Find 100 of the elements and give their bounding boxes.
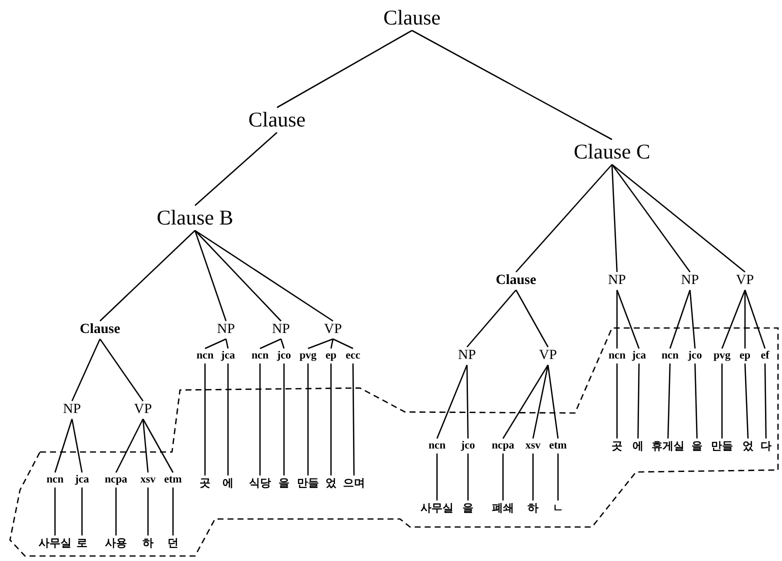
tree-branch-line bbox=[172, 488, 174, 536]
word-token: 었 bbox=[326, 476, 336, 490]
tree-branch-line bbox=[694, 363, 698, 439]
pos-tag: jca bbox=[632, 348, 646, 364]
tree-branch-line bbox=[115, 488, 117, 536]
tree-branch-line bbox=[532, 364, 549, 439]
phrase-label: VP bbox=[539, 347, 557, 365]
tree-branch-line bbox=[332, 338, 354, 350]
tree-branch-line bbox=[225, 338, 229, 349]
tree-branch-line bbox=[100, 230, 196, 322]
phrase-label: Clause bbox=[496, 272, 536, 290]
tree-branch-line bbox=[689, 290, 696, 349]
phrase-label: NP bbox=[458, 347, 476, 365]
pos-tag: ef bbox=[760, 348, 770, 364]
tree-branch-line bbox=[611, 164, 618, 272]
word-token: 사무실 bbox=[420, 500, 454, 516]
tree-branch-line bbox=[502, 364, 549, 439]
word-token: 곳 bbox=[200, 476, 210, 490]
tree-branch-line bbox=[744, 290, 766, 349]
pos-tag: ecc bbox=[346, 348, 360, 364]
tree-branch-line bbox=[194, 230, 227, 322]
tree-branch-line bbox=[204, 338, 226, 350]
word-token: 사무실 bbox=[38, 536, 72, 550]
pos-tag: ncn bbox=[196, 348, 214, 364]
tree-branch-line bbox=[115, 418, 144, 473]
pos-tag: ep bbox=[740, 348, 750, 364]
word-token: 휴게실 bbox=[652, 438, 684, 454]
phrase-label: NP bbox=[681, 272, 699, 290]
tree-branch-line bbox=[260, 338, 282, 350]
pos-tag: ncpa bbox=[104, 472, 128, 488]
word-token: 만들 bbox=[711, 438, 733, 454]
tree-branch-line bbox=[147, 488, 149, 536]
pos-tag: jca bbox=[220, 348, 236, 364]
phrase-label: NP bbox=[63, 401, 81, 419]
tree-branch-line bbox=[721, 290, 746, 349]
pos-tag: jca bbox=[74, 472, 90, 488]
phrase-label: NP bbox=[272, 321, 290, 339]
tree-branch-line bbox=[71, 338, 101, 402]
tree-branch-line bbox=[194, 230, 282, 322]
word-token: 만들 bbox=[297, 476, 319, 490]
tree-branch-line bbox=[436, 454, 438, 500]
tree-branch-line bbox=[227, 364, 229, 476]
tree-branch-line bbox=[54, 418, 73, 473]
pos-tag: xsv bbox=[140, 472, 156, 488]
tree-branch-line bbox=[744, 290, 746, 348]
tree-branch-line bbox=[721, 364, 723, 438]
tree-branch-line bbox=[466, 290, 516, 348]
tree-branch-line bbox=[280, 338, 285, 349]
phrase-label: Clause B bbox=[156, 206, 234, 230]
tree-branch-line bbox=[276, 30, 412, 108]
tree-branch-line bbox=[557, 454, 559, 500]
tree-branch-line bbox=[467, 454, 469, 500]
phrase-label: VP bbox=[324, 321, 342, 339]
tree-branch-line bbox=[436, 364, 468, 439]
pos-tag: jco bbox=[276, 348, 292, 364]
tree-branch-line bbox=[308, 338, 334, 350]
phrase-label: VP bbox=[134, 401, 152, 419]
pos-tag: pvg bbox=[713, 348, 731, 364]
tree-branch-line bbox=[516, 164, 612, 272]
word-token: 식당 bbox=[249, 476, 271, 490]
pos-tag: xsv bbox=[525, 438, 541, 454]
phrase-label: Clause bbox=[248, 108, 306, 132]
tree-branch-line bbox=[515, 290, 549, 348]
pos-tag: ncn bbox=[46, 472, 64, 488]
pos-tag: jco bbox=[688, 348, 702, 364]
tree-branch-line bbox=[142, 418, 149, 473]
tree-branch-line bbox=[259, 364, 261, 476]
pos-tag: ncn bbox=[251, 348, 269, 364]
tree-branch-line bbox=[283, 364, 285, 476]
tree-branch-line bbox=[81, 488, 83, 536]
phrase-label: Clause C bbox=[574, 140, 650, 164]
tree-branch-line bbox=[330, 338, 334, 349]
word-token: 폐쇄 bbox=[492, 500, 514, 516]
tree-branch-line bbox=[667, 363, 671, 439]
tree-branch-line bbox=[502, 454, 504, 500]
tree-branch-line bbox=[744, 363, 749, 439]
tree-branch-line bbox=[99, 338, 144, 402]
tree-branch-line bbox=[637, 364, 640, 438]
tree-branch-line bbox=[764, 364, 767, 438]
word-token: 사용 bbox=[105, 536, 127, 550]
word-token: 하 bbox=[142, 536, 154, 550]
pos-tag: ncpa bbox=[492, 438, 514, 454]
tree-branch-line bbox=[532, 454, 534, 500]
pos-tag: ncn bbox=[608, 348, 626, 364]
pos-tag: pvg bbox=[299, 348, 317, 364]
tree-branch-line bbox=[71, 418, 83, 473]
phrase-label: Clause bbox=[80, 321, 120, 339]
tree-branch-line bbox=[616, 290, 640, 349]
word-token: 을 bbox=[278, 476, 290, 490]
pos-tag: ep bbox=[326, 348, 336, 364]
tree-branch-line bbox=[412, 30, 612, 140]
phrase-label: VP bbox=[736, 272, 754, 290]
word-token: 하 bbox=[528, 500, 538, 516]
word-token: 다 bbox=[760, 438, 772, 454]
word-token: 을 bbox=[462, 500, 474, 516]
tree-branch-line bbox=[142, 418, 174, 473]
tree-branch-line bbox=[547, 364, 559, 439]
word-token: 에 bbox=[222, 476, 234, 490]
pos-tag: ncn bbox=[428, 438, 446, 454]
phrase-label: Clause bbox=[383, 6, 441, 30]
